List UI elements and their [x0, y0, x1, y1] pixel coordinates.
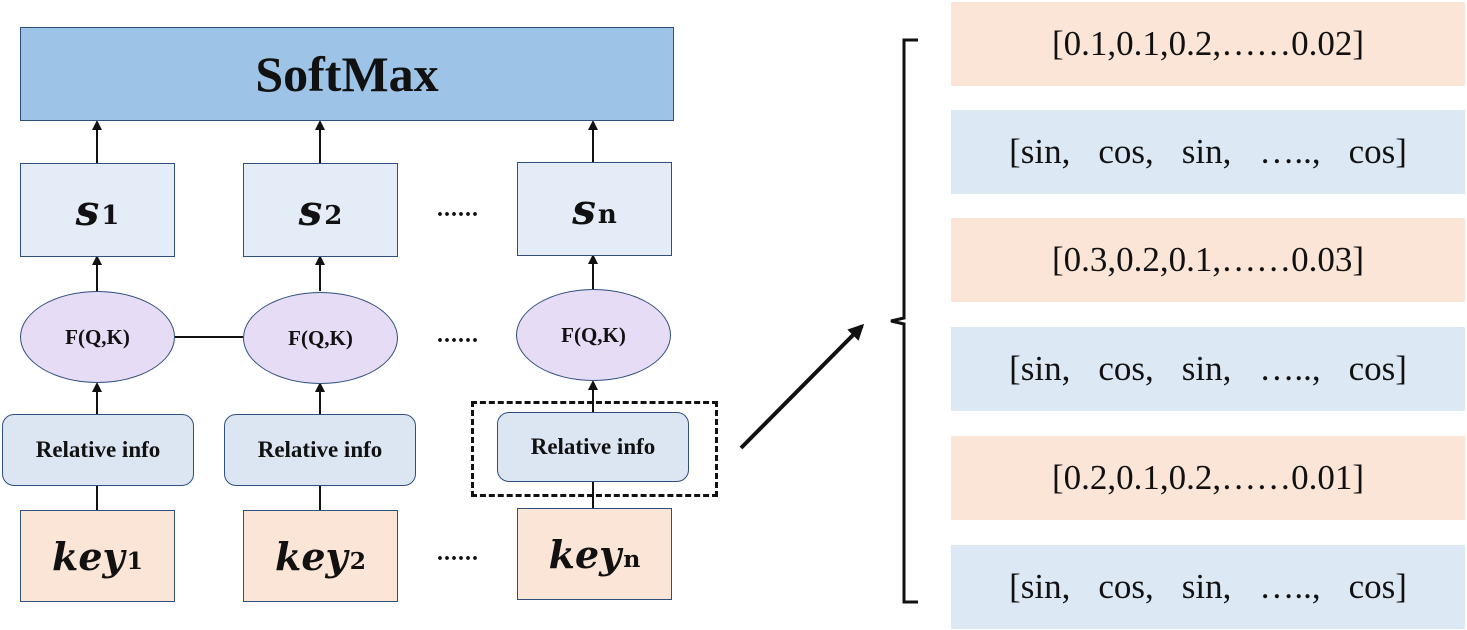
function-label-2: F(Q,K)	[288, 325, 353, 350]
key-n-sub: n	[623, 545, 641, 574]
score-n-sub: n	[597, 199, 617, 230]
relative-info-box-1: Relative info	[2, 414, 194, 486]
ellipsis-functions: ......	[437, 322, 479, 348]
key-2-sub: 2	[349, 547, 366, 576]
vector-4-part-5: cos]	[1348, 349, 1407, 388]
function-label-1: F(Q,K)	[65, 324, 130, 349]
relative-info-label-n: Relative info	[530, 434, 656, 459]
function-label-n: F(Q,K)	[561, 322, 626, 347]
function-ellipse-1: F(Q,K)	[20, 291, 175, 383]
vector-6-part-1: [sin,	[1009, 567, 1071, 606]
ellipsis-scores: ......	[437, 196, 479, 222]
score-n-base: s	[572, 184, 596, 234]
vector-row-1: [0.1,0.1,0.2,……0.02]	[951, 2, 1465, 86]
softmax-box: SoftMax	[20, 27, 674, 121]
vector-row-6: [sin, cos, sin, ….., cos]	[951, 545, 1465, 629]
function-ellipse-2: F(Q,K)	[243, 292, 398, 384]
vector-2-part-1: [sin,	[1009, 132, 1071, 171]
vector-2-part-5: cos]	[1348, 132, 1407, 171]
vector-6-part-5: cos]	[1348, 567, 1407, 606]
vector-row-2: [sin, cos, sin, ….., cos]	[951, 110, 1465, 194]
vector-4-part-4: …..,	[1259, 349, 1321, 388]
curly-brace	[890, 38, 918, 604]
ellipsis-keys: ......	[437, 540, 479, 566]
vector-2-part-3: sin,	[1181, 132, 1232, 171]
vector-6-part-4: …..,	[1259, 567, 1321, 606]
score-1-sub: 1	[101, 200, 120, 231]
big-arrow	[739, 323, 865, 450]
vector-text-3: [0.3,0.2,0.1,……0.03]	[1051, 240, 1365, 279]
relative-info-box-n: Relative info	[497, 412, 689, 482]
score-2-sub: 2	[324, 200, 343, 231]
vector-text-5: [0.2,0.1,0.2,……0.01]	[1051, 458, 1365, 497]
vector-4-part-1: [sin,	[1009, 349, 1071, 388]
relative-info-label-1: Relative info	[35, 437, 161, 462]
vector-row-3: [0.3,0.2,0.1,……0.03]	[951, 218, 1465, 302]
vector-row-5: [0.2,0.1,0.2,……0.01]	[951, 436, 1465, 520]
relative-info-box-2: Relative info	[224, 414, 416, 486]
key-1-base: key	[52, 533, 125, 579]
function-ellipse-n: F(Q,K)	[516, 289, 671, 381]
vector-2-part-2: cos,	[1098, 132, 1154, 171]
key-n-base: key	[548, 531, 622, 577]
score-1-base: s	[75, 185, 100, 235]
vector-4-part-2: cos,	[1098, 349, 1154, 388]
key-2-base: key	[275, 533, 348, 579]
vector-text-1: [0.1,0.1,0.2,……0.02]	[1051, 24, 1365, 63]
dashed-highlight	[471, 401, 718, 497]
key-1-sub: 1	[126, 547, 143, 576]
vector-4-part-3: sin,	[1181, 349, 1232, 388]
relative-info-label-2: Relative info	[257, 437, 383, 462]
vector-6-part-2: cos,	[1098, 567, 1154, 606]
vector-row-4: [sin, cos, sin, ….., cos]	[951, 327, 1465, 411]
score-2-base: s	[298, 185, 323, 235]
vector-2-part-4: …..,	[1259, 132, 1321, 171]
vector-6-part-3: sin,	[1181, 567, 1232, 606]
softmax-label: SoftMax	[255, 46, 439, 102]
